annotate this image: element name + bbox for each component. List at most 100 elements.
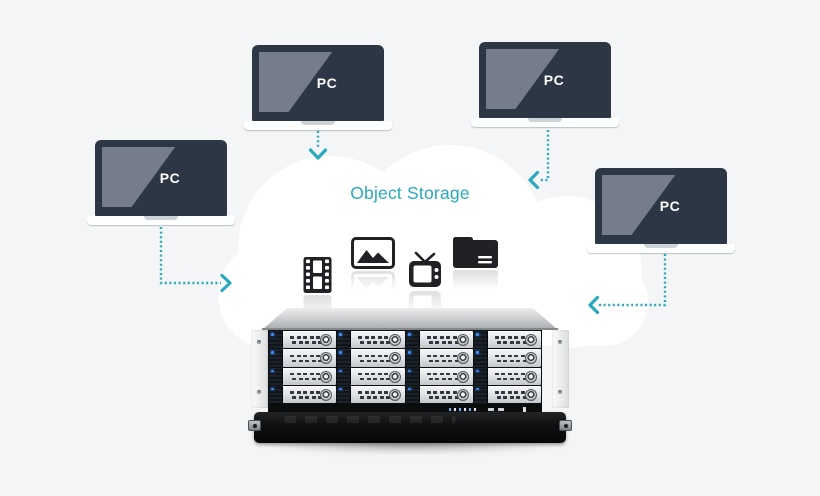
image-icon xyxy=(351,237,395,303)
bay-led-strip xyxy=(405,349,420,367)
bay-tray xyxy=(419,349,473,367)
bay-led-strip xyxy=(473,349,488,367)
laptop-screen: PC xyxy=(252,45,384,121)
bay-led-strip xyxy=(269,367,283,385)
client-pc-left: PC xyxy=(87,140,235,225)
pc-label: PC xyxy=(316,75,338,91)
drive-bay xyxy=(269,385,337,403)
bay-thumbscrew xyxy=(388,352,401,365)
bay-led-strip xyxy=(269,331,283,349)
bay-tray xyxy=(419,385,473,403)
bay-tray xyxy=(283,367,337,385)
status-led-cluster xyxy=(449,408,476,411)
drive-bay xyxy=(269,331,337,349)
bay-thumbscrew xyxy=(320,370,333,383)
pc-label: PC xyxy=(159,170,181,186)
drive-bay xyxy=(269,367,337,385)
bay-activity-led xyxy=(407,333,411,336)
bay-tray xyxy=(487,349,541,367)
bay-tray xyxy=(351,331,405,349)
bay-led-strip xyxy=(473,331,488,349)
bay-thumbscrew xyxy=(525,388,537,401)
bay-led-strip xyxy=(337,385,352,403)
drive-bay xyxy=(405,367,473,385)
storage-server xyxy=(248,308,572,468)
bay-thumbscrew xyxy=(456,370,469,383)
bay-tray xyxy=(351,385,405,403)
laptop-base xyxy=(587,244,735,253)
server-top-edge xyxy=(262,328,558,330)
client-pc-top-middle: PC xyxy=(244,45,392,130)
pc-label: PC xyxy=(659,198,681,214)
bay-tray xyxy=(351,349,405,367)
bay-activity-led xyxy=(339,333,343,336)
drive-bay xyxy=(337,331,405,349)
bay-activity-led xyxy=(339,351,343,354)
bay-led-strip xyxy=(337,349,352,367)
bay-activity-led xyxy=(271,351,274,354)
bay-led-strip xyxy=(269,349,283,367)
bay-activity-led xyxy=(407,387,411,391)
drive-bay xyxy=(405,349,473,367)
bezel-handle-left xyxy=(248,420,261,431)
server-top-panel xyxy=(262,308,558,330)
server-bezel xyxy=(254,412,566,443)
object-storage-label: Object Storage xyxy=(350,183,470,203)
bay-led-strip xyxy=(337,367,352,385)
client-pc-right: PC xyxy=(587,168,735,253)
bay-thumbscrew xyxy=(456,352,469,365)
bay-led-strip xyxy=(405,367,420,385)
drive-bay xyxy=(269,349,337,367)
bay-activity-led xyxy=(475,387,479,391)
bay-activity-led xyxy=(475,351,479,354)
bay-led-strip xyxy=(473,367,488,385)
drive-bay xyxy=(337,349,405,367)
screen-glass xyxy=(259,52,377,112)
bay-tray xyxy=(487,367,541,385)
bay-thumbscrew xyxy=(456,388,469,401)
bay-tray xyxy=(283,331,337,349)
screen-glass xyxy=(486,49,604,109)
screen-glass xyxy=(102,147,220,207)
bay-activity-led xyxy=(339,387,343,391)
bay-thumbscrew xyxy=(525,334,537,347)
drive-bay xyxy=(473,385,541,403)
laptop-screen: PC xyxy=(479,42,611,118)
bay-led-strip xyxy=(269,385,283,403)
rack-ear-left xyxy=(251,330,268,408)
bay-tray xyxy=(351,367,405,385)
laptop-base xyxy=(244,121,392,130)
bay-thumbscrew xyxy=(320,334,333,347)
drive-bay-grid xyxy=(269,331,541,403)
drive-bay xyxy=(473,331,541,349)
bay-thumbscrew xyxy=(388,370,401,383)
bay-tray xyxy=(487,385,541,403)
laptop-screen: PC xyxy=(595,168,727,244)
bay-tray xyxy=(283,349,337,367)
server-front xyxy=(268,330,542,404)
laptop-notch xyxy=(644,244,678,248)
bay-activity-led xyxy=(271,333,274,336)
bay-activity-led xyxy=(475,369,479,372)
bay-activity-led xyxy=(475,333,479,336)
bay-tray xyxy=(419,367,473,385)
bay-led-strip xyxy=(473,385,488,403)
bay-led-strip xyxy=(405,331,420,349)
bay-activity-led xyxy=(407,351,411,354)
bay-led-strip xyxy=(337,331,352,349)
bay-led-strip xyxy=(405,385,420,403)
bay-thumbscrew xyxy=(525,370,537,383)
client-pc-top-right: PC xyxy=(471,42,619,127)
bay-thumbscrew xyxy=(320,388,333,401)
laptop-screen: PC xyxy=(95,140,227,216)
laptop-notch xyxy=(528,118,562,122)
laptop-notch xyxy=(144,216,178,220)
bay-tray xyxy=(283,385,337,403)
drive-bay xyxy=(337,367,405,385)
bay-activity-led xyxy=(271,369,274,372)
bezel-handle-right xyxy=(559,420,572,431)
laptop-base xyxy=(87,216,235,225)
bay-activity-led xyxy=(407,369,411,372)
bay-tray xyxy=(487,331,541,349)
